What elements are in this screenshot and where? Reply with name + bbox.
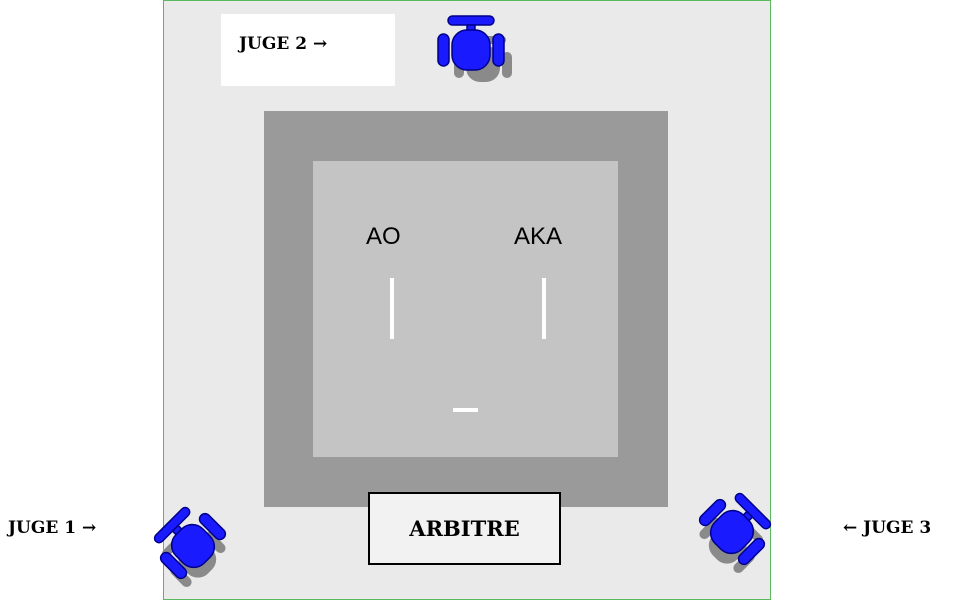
juge1-label: JUGE 1 → — [8, 518, 97, 538]
arbitre-label: ARBITRE — [409, 516, 520, 541]
juge2-label-box — [221, 14, 395, 86]
juge1-chair-icon — [153, 506, 227, 588]
juge2-chair-icon — [437, 15, 512, 82]
aka-position-mark — [542, 278, 546, 339]
arbitre-box: ARBITRE — [368, 492, 561, 565]
juge3-label: ← JUGE 3 — [843, 518, 932, 538]
referee-position-mark — [453, 408, 478, 412]
ao-label: AO — [366, 223, 401, 250]
juge3-chair-icon — [698, 492, 772, 574]
competition-area — [313, 161, 618, 457]
ao-position-mark — [390, 278, 394, 339]
juge2-label: JUGE 2 → — [239, 34, 328, 54]
aka-label: AKA — [514, 223, 563, 250]
